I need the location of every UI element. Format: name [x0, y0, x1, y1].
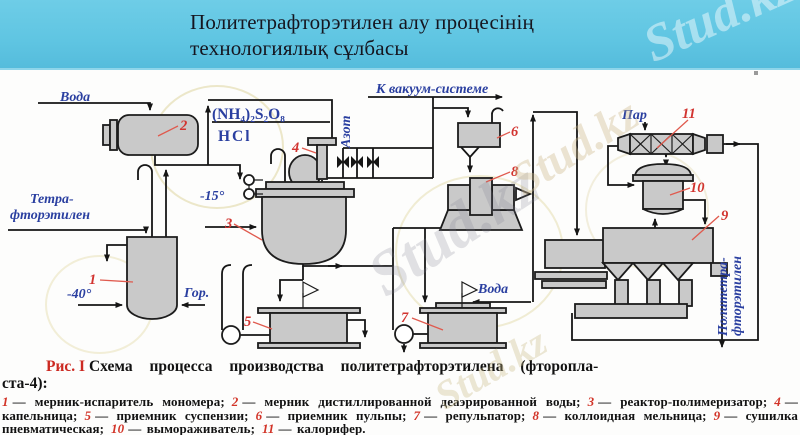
tetrafluoroethylene-label-1: Тетра-	[30, 192, 74, 207]
repulpator-7	[394, 281, 507, 349]
water-measuring-tank-2	[102, 114, 199, 156]
equipment-number-2: 2	[179, 118, 187, 134]
equipment-number-10: 10	[690, 180, 705, 196]
monomer-evaporator-1	[126, 236, 178, 320]
equipment-number-7: 7	[401, 310, 409, 326]
equipment-number-9: 9	[721, 208, 728, 224]
slide-title: Политетрафторэтилен алу процесінің техно…	[190, 9, 534, 61]
valve-icon	[337, 156, 379, 168]
hcl-label: HCl	[218, 128, 252, 145]
suspension-receiver-5	[221, 281, 361, 349]
slide-header: Stud.kz Политетрафторэтилен алу процесін…	[0, 0, 800, 74]
product-label-2: фторэтилен	[730, 256, 745, 336]
equipment-number-5: 5	[244, 314, 251, 330]
pump-icon	[394, 324, 414, 344]
legend-item: 5— приемник суспензии;	[84, 407, 249, 423]
vent-flag-icon	[302, 281, 320, 308]
stud-kz-watermark: Stud.kz	[635, 0, 800, 74]
process-flow-diagram: 1 2 3 4 5 6 7 8 9 10 11 Вода (NH₄)₂S₂O₈ …	[8, 82, 759, 353]
small-gray-dot	[754, 71, 758, 75]
vent-flag-icon	[461, 281, 479, 308]
legend-item: 2— мерник дистиллированной деаэрированно…	[231, 394, 581, 409]
legend-item: 3— реактор-полимеризатор;	[587, 394, 768, 409]
equipment-number-1: 1	[89, 272, 96, 288]
legend-item: 9— сушилка пневматическая;	[2, 407, 798, 435]
caption-title-line-2: ста-4):	[2, 375, 48, 392]
equipment-number-3: 3	[224, 216, 232, 232]
equipment-number-8: 8	[511, 164, 519, 180]
tetrafluoroethylene-label-2: фторэтилен	[10, 208, 90, 223]
pulp-receiver-6	[457, 122, 501, 148]
legend-item: 4— капельница;	[2, 394, 799, 423]
dropper-4	[307, 137, 337, 180]
nitrogen-label: Азот	[339, 115, 354, 149]
hot-label: Гор.	[183, 286, 209, 301]
pneumatic-dryer-9	[534, 227, 728, 319]
freezer-10	[632, 163, 694, 215]
legend-item: 10— вымораживатель;	[111, 421, 256, 435]
air-heater-11	[617, 132, 724, 156]
legend: 1— мерник-испаритель мономера; 2— мерник …	[2, 395, 798, 435]
water-inlet-label: Вода	[59, 90, 90, 105]
figure-label: Рис. I	[46, 358, 86, 375]
legend-item: 1— мерник-испаритель мономера;	[2, 394, 225, 409]
sight-glass-icon	[243, 174, 263, 200]
water-inlet-2-label: Вода	[477, 282, 508, 297]
caption-title: Рис. I Схема процесса производства полит…	[2, 358, 798, 392]
reactor-polymerizer-3	[255, 154, 355, 265]
pump-icon	[221, 325, 241, 345]
legend-item: 11— калорифер.	[262, 421, 366, 435]
minus-15-label: -15°	[200, 189, 225, 204]
minus-40-label: -40°	[67, 287, 92, 302]
title-line-1: Политетрафторэтилен алу процесінің	[190, 10, 534, 34]
equipment-number-6: 6	[511, 124, 519, 140]
equipment-number-leaders	[99, 119, 720, 331]
legend-item: 8— коллоидная мельница;	[532, 407, 707, 423]
caption-title-line-1: Схема процесса производства политетрафто…	[88, 358, 599, 375]
to-vacuum-label: К вакуум-системе	[375, 82, 488, 97]
product-label-1: Политетра-	[716, 257, 731, 337]
equipment-number-4: 4	[291, 140, 299, 156]
persulfate-formula-label: (NH₄)₂S₂O₈	[212, 106, 285, 123]
legend-item: 7— репульпатор;	[413, 407, 526, 423]
hoppers	[601, 262, 728, 282]
title-line-2: технологиялық сұлбасы	[190, 36, 409, 60]
legend-item: 6— приемник пульпы;	[255, 407, 407, 423]
figure-caption: Рис. I Схема процесса производства полит…	[0, 356, 800, 435]
equipment-number-11: 11	[682, 106, 696, 122]
colloid-mill-8	[438, 177, 533, 231]
steam-label: Пар	[621, 108, 647, 123]
air-duct	[574, 279, 693, 319]
